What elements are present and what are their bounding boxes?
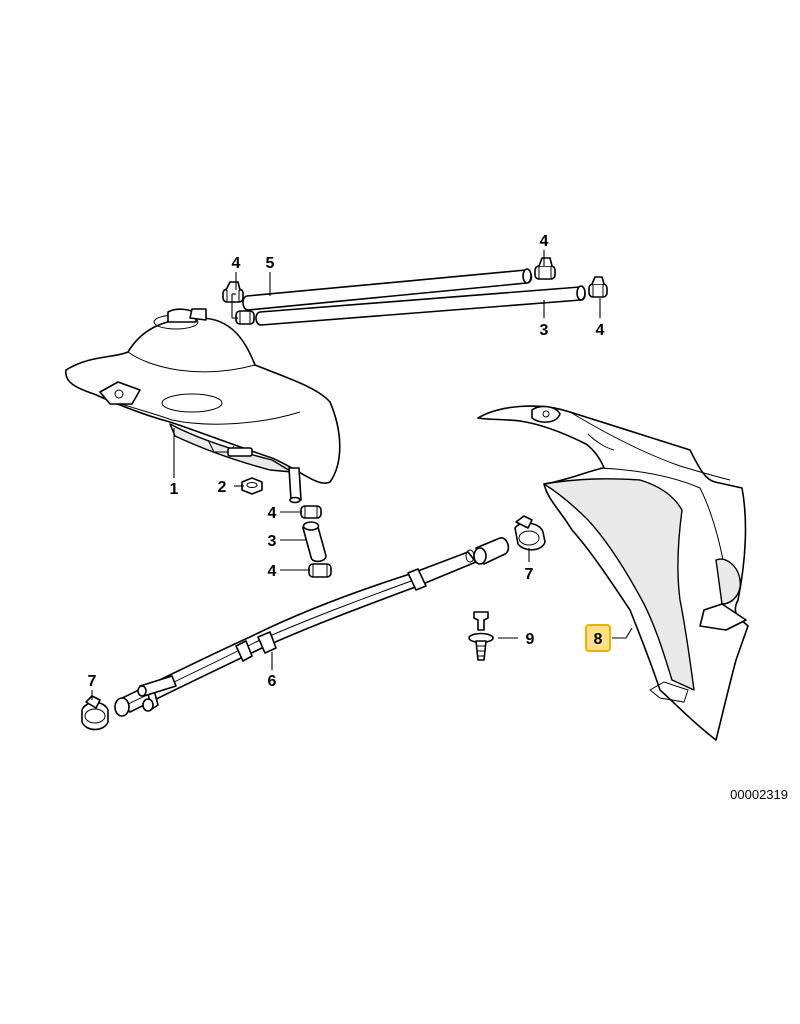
callout-8[interactable]: 8 (594, 631, 603, 648)
hose-3-small (302, 521, 327, 563)
fuel-tank (65, 308, 341, 504)
callout-9[interactable]: 9 (526, 631, 535, 648)
callout-4-top-right[interactable]: 4 (540, 233, 549, 250)
hose-3-upper (255, 285, 586, 326)
callout-6[interactable]: 6 (268, 673, 277, 690)
wheel-arch-cover-8 (477, 405, 749, 741)
callout-3-upper[interactable]: 3 (540, 322, 549, 339)
hose-clamp-4-small-lower (308, 563, 332, 578)
hose-5 (242, 268, 533, 311)
hose-clamp-4-left-upper (222, 281, 244, 303)
hose-clamp-4-left-lower (235, 310, 255, 325)
leader-lines (91, 250, 633, 700)
callout-4-small-upper[interactable]: 4 (268, 505, 277, 522)
hose-clamp-7-left (81, 695, 109, 731)
hose-clamp-4-small-upper (300, 505, 322, 519)
hose-clamp-4-right-upper (534, 257, 556, 280)
callout-7-right[interactable]: 7 (525, 566, 534, 583)
callout-3-small[interactable]: 3 (268, 533, 277, 550)
callout-5[interactable]: 5 (266, 255, 275, 272)
nut-2 (241, 477, 263, 495)
hose-clamp-7-right (514, 515, 546, 551)
diagram-reference-number: 00002319 (730, 787, 788, 802)
callout-8-highlight (585, 624, 611, 652)
hose-bundle-6 (114, 537, 510, 717)
callout-2[interactable]: 2 (218, 479, 227, 496)
callout-7-left[interactable]: 7 (88, 673, 97, 690)
hose-clamp-4-right-lower (588, 276, 608, 298)
expanding-rivet-9 (468, 611, 494, 661)
callout-4-right[interactable]: 4 (596, 322, 605, 339)
callout-4-small-lower[interactable]: 4 (268, 563, 277, 580)
callout-4-top-left[interactable]: 4 (232, 255, 241, 272)
callout-1[interactable]: 1 (170, 481, 179, 498)
